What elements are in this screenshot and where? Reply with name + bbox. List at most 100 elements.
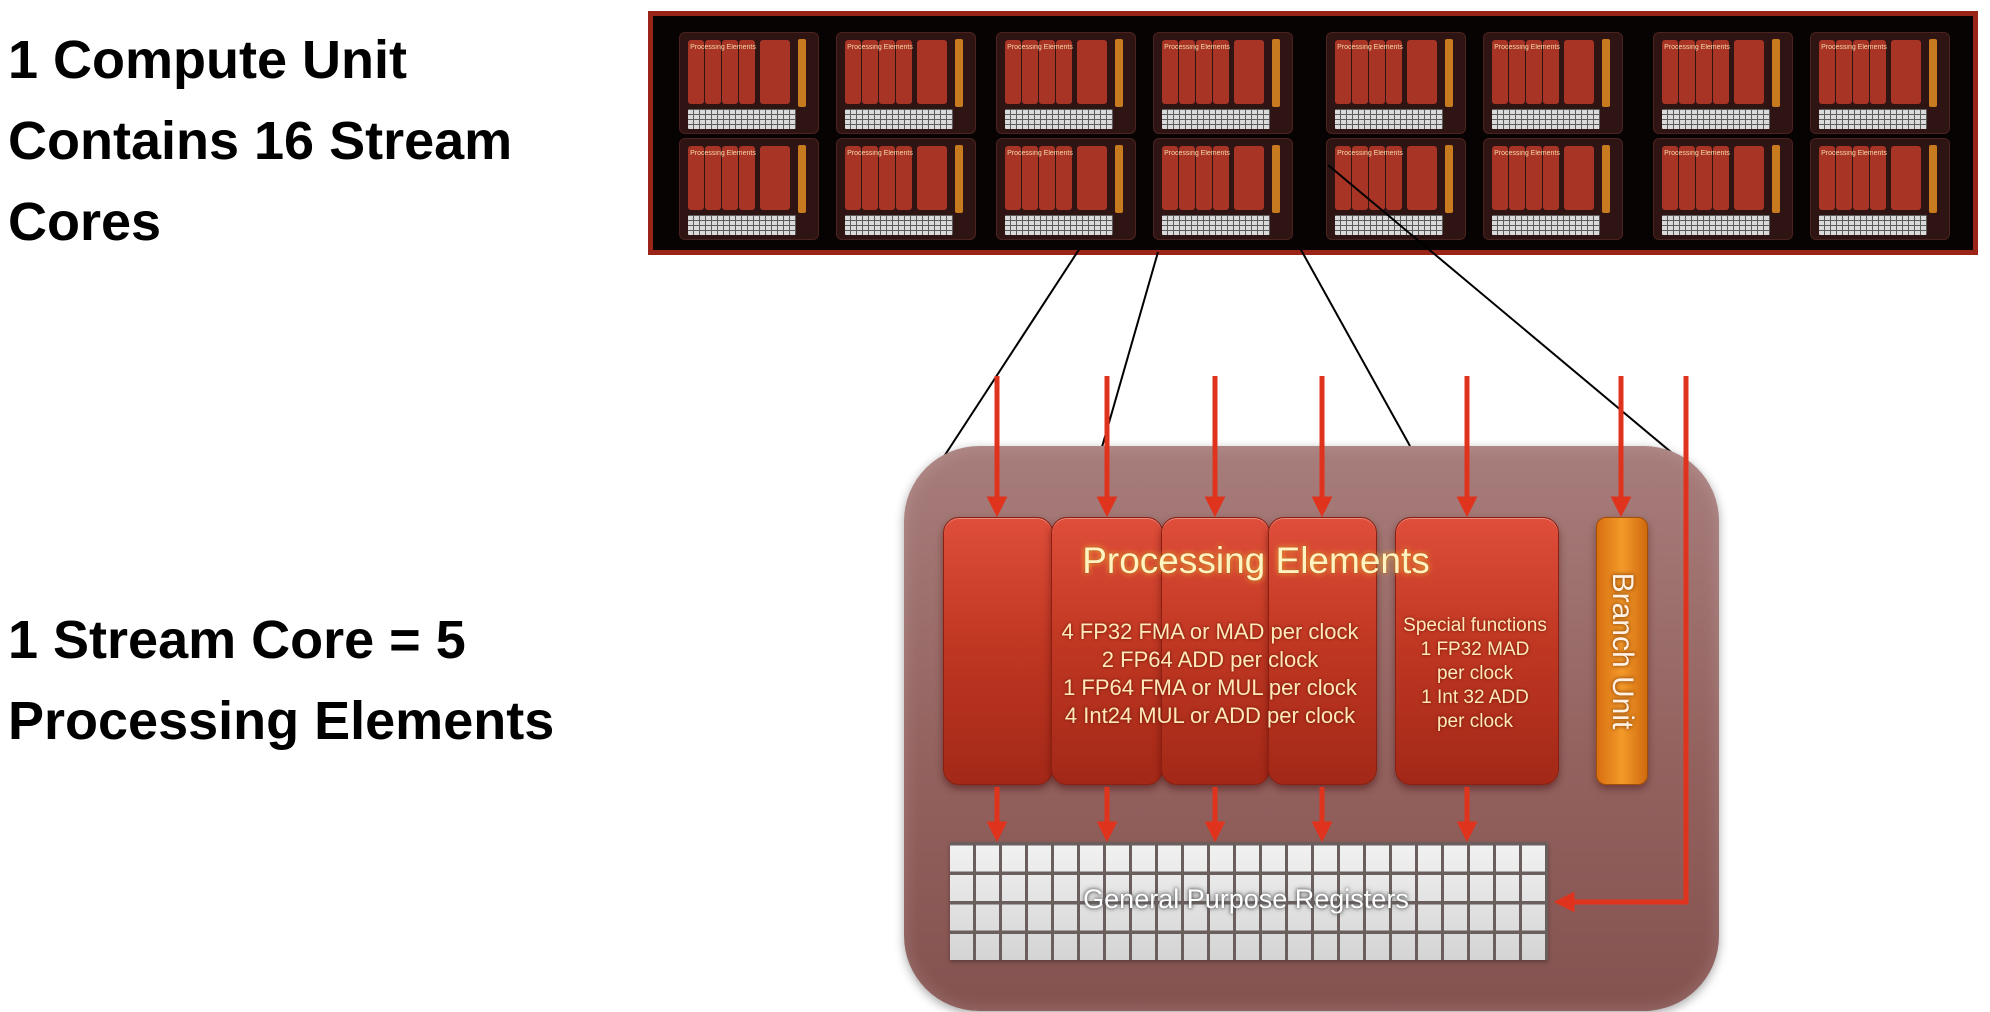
mini-stream-core: Processing Elements — [1483, 138, 1623, 240]
mini-processing-element — [879, 146, 895, 210]
mini-register-grid — [845, 215, 953, 235]
mini-processing-element — [1056, 40, 1072, 104]
mini-processing-element — [1213, 40, 1229, 104]
mini-processing-element — [1713, 40, 1729, 104]
mini-processing-element — [1335, 40, 1351, 104]
mini-branch-unit — [1772, 145, 1780, 213]
mini-stream-core: Processing Elements — [679, 32, 819, 134]
mini-processing-element — [1162, 146, 1178, 210]
mini-register-grid — [1335, 109, 1443, 129]
mini-processing-element — [1022, 146, 1038, 210]
mini-stream-core: Processing Elements — [1653, 138, 1793, 240]
mini-branch-unit — [1929, 39, 1937, 107]
mini-stream-core: Processing Elements — [836, 138, 976, 240]
mini-processing-element — [688, 146, 704, 210]
mini-branch-unit — [955, 39, 963, 107]
mini-branch-unit — [798, 39, 806, 107]
mini-special-function-unit — [1891, 146, 1921, 210]
mini-processing-element — [739, 146, 755, 210]
mini-processing-element — [1352, 40, 1368, 104]
mini-register-grid — [688, 215, 796, 235]
mini-processing-element — [1853, 40, 1869, 104]
processing-element-2 — [1051, 517, 1163, 785]
branch-unit: Branch Unit — [1596, 517, 1648, 785]
mini-processing-element — [1853, 146, 1869, 210]
mini-processing-element — [1162, 40, 1178, 104]
mini-processing-element — [1005, 146, 1021, 210]
mini-pe-label: Processing Elements — [847, 150, 913, 157]
mini-stream-core: Processing Elements — [1153, 32, 1293, 134]
mini-processing-element — [1819, 146, 1835, 210]
pe-spec-list: 4 FP32 FMA or MAD per clock 2 FP64 ADD p… — [960, 618, 1460, 730]
mini-register-grid — [1492, 109, 1600, 129]
processing-element-3 — [1161, 517, 1270, 785]
mini-branch-unit — [1772, 39, 1780, 107]
mini-processing-element — [1836, 146, 1852, 210]
mini-special-function-unit — [1077, 40, 1107, 104]
mini-processing-element — [1179, 40, 1195, 104]
mini-branch-unit — [1272, 145, 1280, 213]
mini-branch-unit — [798, 145, 806, 213]
general-purpose-register-grid — [950, 842, 1548, 960]
mini-register-grid — [1492, 215, 1600, 235]
mini-pe-label: Processing Elements — [1821, 150, 1887, 157]
mini-branch-unit — [1602, 145, 1610, 213]
special-functions-line: 1 Int 32 ADD — [1421, 687, 1529, 708]
mini-special-function-unit — [1407, 40, 1437, 104]
mini-stream-core: Processing Elements — [836, 32, 976, 134]
special-functions-text: Special functions 1 FP32 MAD per clock 1… — [1392, 614, 1558, 734]
mini-pe-label: Processing Elements — [1664, 150, 1730, 157]
mini-processing-element — [879, 40, 895, 104]
mini-pe-label: Processing Elements — [1494, 44, 1560, 51]
mini-special-function-unit — [1891, 40, 1921, 104]
mini-processing-element — [722, 146, 738, 210]
mini-register-grid — [688, 109, 796, 129]
mini-processing-element — [896, 40, 912, 104]
mini-pe-label: Processing Elements — [1494, 150, 1560, 157]
mini-branch-unit — [1445, 145, 1453, 213]
mini-branch-unit — [1602, 39, 1610, 107]
pe-spec-line: 1 FP64 FMA or MUL per clock — [1063, 675, 1357, 700]
mini-register-grid — [845, 109, 953, 129]
mini-processing-element — [1492, 40, 1508, 104]
mini-special-function-unit — [917, 146, 947, 210]
mini-pe-label: Processing Elements — [1164, 44, 1230, 51]
mini-pe-label: Processing Elements — [690, 44, 756, 51]
mini-processing-element — [1056, 146, 1072, 210]
mini-processing-element — [1039, 146, 1055, 210]
branch-unit-label: Branch Unit — [1606, 572, 1639, 730]
mini-special-function-unit — [1077, 146, 1107, 210]
mini-processing-element — [705, 40, 721, 104]
mini-processing-element — [845, 146, 861, 210]
mini-special-function-unit — [1407, 146, 1437, 210]
mini-branch-unit — [955, 145, 963, 213]
mini-stream-core: Processing Elements — [1326, 138, 1466, 240]
mini-processing-element — [1386, 40, 1402, 104]
general-purpose-registers-label: General Purpose Registers — [1083, 884, 1409, 914]
mini-register-grid — [1162, 215, 1270, 235]
mini-stream-core: Processing Elements — [1153, 138, 1293, 240]
mini-processing-element — [1526, 40, 1542, 104]
zoom-line-3 — [1299, 247, 1411, 447]
mini-stream-core: Processing Elements — [996, 32, 1136, 134]
mini-pe-label: Processing Elements — [1821, 44, 1887, 51]
pe-spec-line: 4 FP32 FMA or MAD per clock — [1061, 619, 1359, 644]
mini-register-grid — [1662, 109, 1770, 129]
special-functions-line: 1 FP32 MAD — [1420, 639, 1530, 660]
mini-pe-label: Processing Elements — [1164, 150, 1230, 157]
mini-processing-element — [862, 146, 878, 210]
processing-elements-title: Processing Elements — [1082, 540, 1430, 581]
mini-register-grid — [1662, 215, 1770, 235]
mini-processing-element — [1543, 40, 1559, 104]
mini-processing-element — [705, 146, 721, 210]
mini-processing-element — [1022, 40, 1038, 104]
mini-special-function-unit — [1734, 146, 1764, 210]
mini-branch-unit — [1115, 39, 1123, 107]
mini-processing-element — [739, 40, 755, 104]
mini-branch-unit — [1272, 39, 1280, 107]
mini-processing-element — [862, 40, 878, 104]
special-functions-line: per clock — [1436, 711, 1514, 732]
mini-processing-element — [896, 146, 912, 210]
mini-stream-core: Processing Elements — [1326, 32, 1466, 134]
